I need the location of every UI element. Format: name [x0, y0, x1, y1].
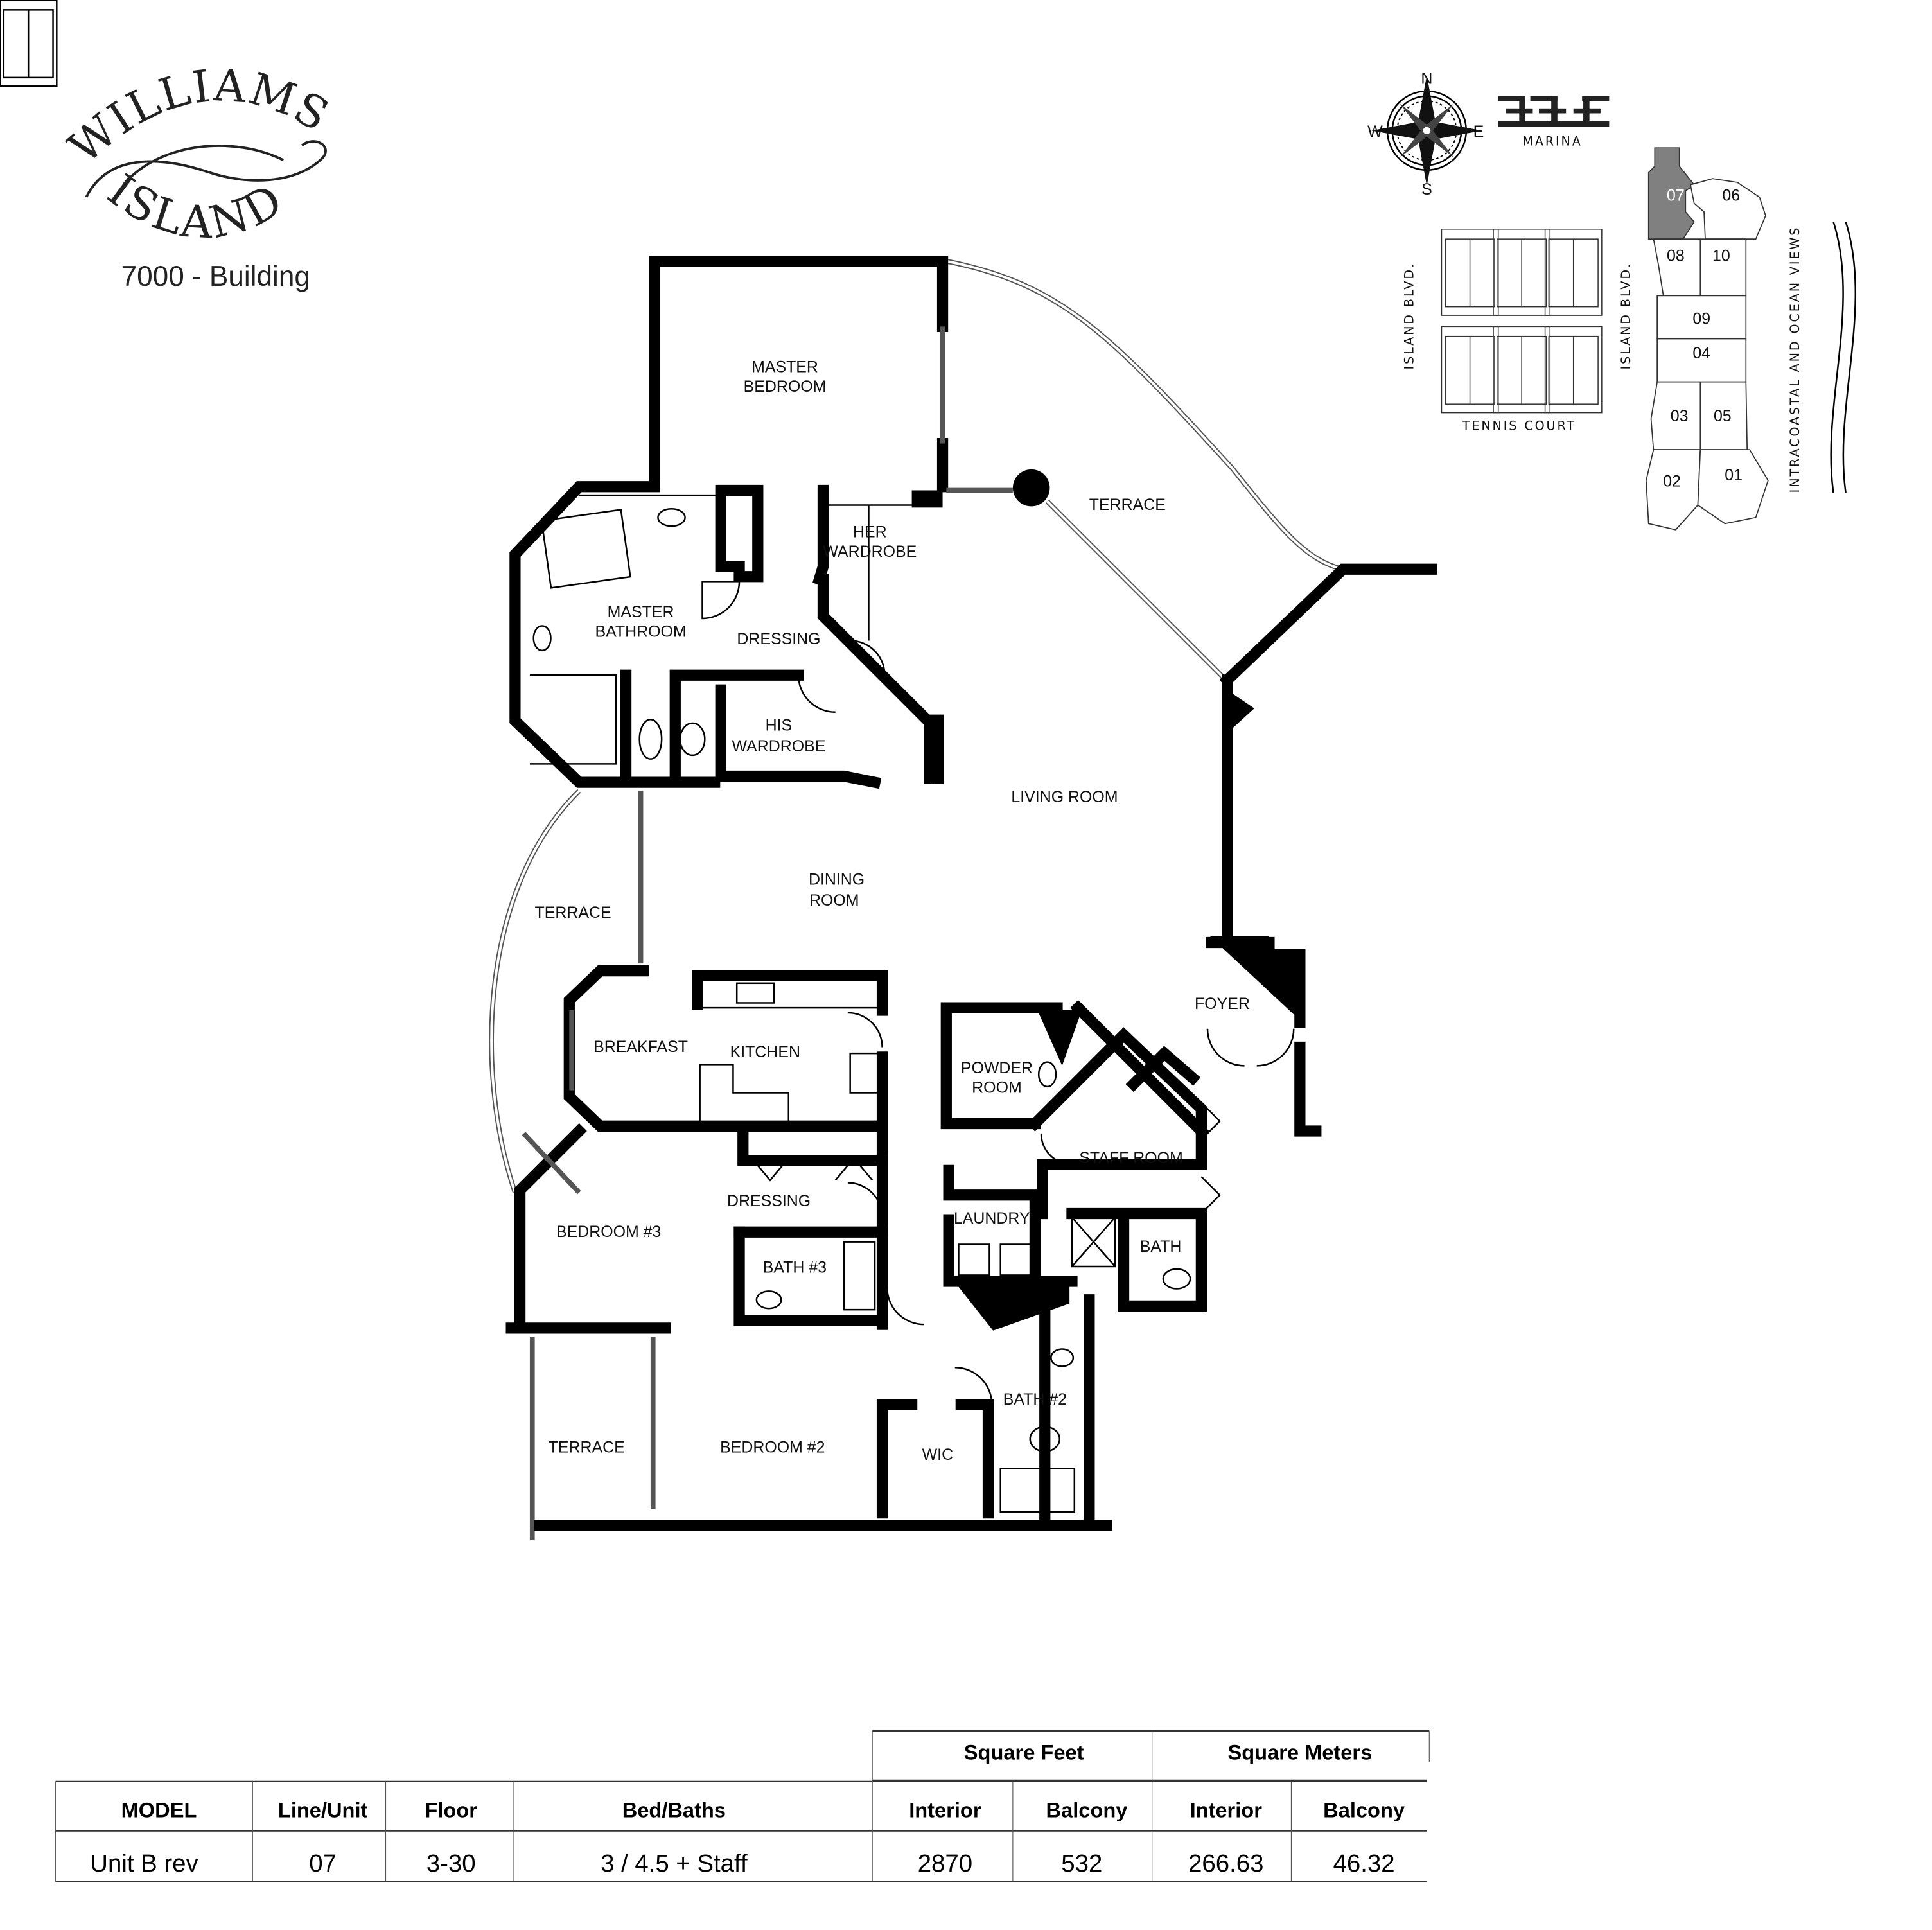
- group-header-square-meters: Square Meters: [1227, 1740, 1372, 1764]
- cell-floor: 3-30: [426, 1850, 476, 1877]
- unit-label-07: 07: [1667, 187, 1685, 205]
- building-name: 7000 - Building: [121, 261, 310, 292]
- cell-sqft-interior: 2870: [918, 1850, 972, 1877]
- label-foyer: FOYER: [1195, 995, 1250, 1013]
- label-terrace-bottom: TERRACE: [549, 1439, 625, 1457]
- compass-w: W: [1367, 123, 1383, 141]
- marina-icon: [1498, 96, 1610, 127]
- label-kitchen: KITCHEN: [730, 1043, 800, 1061]
- unit-label-09: 09: [1692, 310, 1710, 328]
- williams-island-logo: WILLIAMS ISLAND: [59, 60, 338, 249]
- header-sqft-interior: Interior: [909, 1798, 981, 1821]
- label-terrace-top: TERRACE: [1089, 496, 1166, 514]
- header-sqm-balcony: Balcony: [1323, 1798, 1405, 1821]
- logo-text-williams: WILLIAMS: [59, 60, 337, 174]
- label-terrace-left: TERRACE: [535, 904, 611, 922]
- label-bath-2: BATH #2: [1003, 1390, 1067, 1408]
- cell-sqm-interior: 266.63: [1188, 1850, 1263, 1877]
- logo-text-island: ISLAND: [98, 165, 290, 249]
- label-wic: WIC: [922, 1446, 953, 1464]
- compass-rose-icon: [1371, 75, 1482, 186]
- views-label: INTRACOASTAL AND OCEAN VIEWS: [1787, 226, 1802, 493]
- header-model: MODEL: [121, 1798, 197, 1821]
- table-header-row: MODEL Line/Unit Floor Bed/Baths Interior…: [121, 1798, 1405, 1821]
- compass-n: N: [1421, 69, 1432, 87]
- floor-plan-walls: [489, 256, 1437, 1540]
- cell-line-unit: 07: [309, 1850, 337, 1877]
- label-laundry: LAUNDRY: [954, 1209, 1030, 1227]
- label-living-room: LIVING ROOM: [1011, 788, 1118, 806]
- unit-label-01: 01: [1725, 466, 1743, 484]
- unit-label-03: 03: [1671, 407, 1689, 425]
- cell-sqft-balcony: 532: [1061, 1850, 1102, 1877]
- water-waves: [1830, 221, 1857, 493]
- door-swings: [701, 581, 1295, 1405]
- header-sqft-balcony: Balcony: [1046, 1798, 1128, 1821]
- building-key-plan: [1646, 147, 1769, 531]
- unit-label-04: 04: [1692, 344, 1710, 362]
- svg-text:ISLAND: ISLAND: [98, 165, 293, 249]
- compass-e: E: [1473, 123, 1484, 141]
- road-label-right: ISLAND BLVD.: [1619, 262, 1633, 370]
- label-bath-3: BATH #3: [763, 1259, 827, 1277]
- road-label-left: ISLAND BLVD.: [1401, 262, 1416, 370]
- label-staff-room: STAFF ROOM: [1079, 1149, 1183, 1167]
- unit-label-05: 05: [1714, 407, 1732, 425]
- unit-info-table: Square Feet Square Meters MODEL Line/Uni…: [55, 1730, 1430, 1882]
- tennis-courts: [0, 0, 58, 87]
- tennis-court-label: TENNIS COURT: [1462, 418, 1576, 433]
- label-dressing-master: DRESSING: [737, 630, 820, 648]
- compass-s: S: [1421, 180, 1432, 198]
- header-line-unit: Line/Unit: [278, 1798, 368, 1821]
- label-bedroom-2: BEDROOM #2: [720, 1439, 825, 1457]
- marina-label: MARINA: [1522, 134, 1582, 148]
- label-dressing-bedroom3: DRESSING: [727, 1192, 811, 1210]
- cell-model: Unit B rev: [90, 1850, 198, 1877]
- cell-bed-baths: 3 / 4.5 + Staff: [601, 1850, 748, 1877]
- table-row: Unit B rev 07 3-30 3 / 4.5 + Staff 2870 …: [90, 1850, 1394, 1877]
- group-header-square-feet: Square Feet: [964, 1740, 1084, 1764]
- unit-label-06: 06: [1722, 187, 1740, 205]
- svg-text:WILLIAMS: WILLIAMS: [59, 60, 338, 174]
- label-breakfast: BREAKFAST: [593, 1038, 688, 1056]
- unit-label-08: 08: [1667, 247, 1685, 265]
- header-floor: Floor: [425, 1798, 477, 1821]
- label-bedroom-3: BEDROOM #3: [556, 1223, 661, 1241]
- header-sqm-interior: Interior: [1190, 1798, 1263, 1821]
- unit-label-10: 10: [1712, 247, 1730, 265]
- header-bed-baths: Bed/Baths: [622, 1798, 726, 1821]
- cell-sqm-balcony: 46.32: [1333, 1850, 1395, 1877]
- label-bath: BATH: [1140, 1238, 1182, 1256]
- key-plan-unit-labels: 07 06 08 10 09 04 03 05 02 01: [1663, 187, 1743, 491]
- logo-swash: [85, 140, 327, 198]
- unit-07-highlight: [1647, 147, 1695, 240]
- unit-label-02: 02: [1663, 473, 1681, 491]
